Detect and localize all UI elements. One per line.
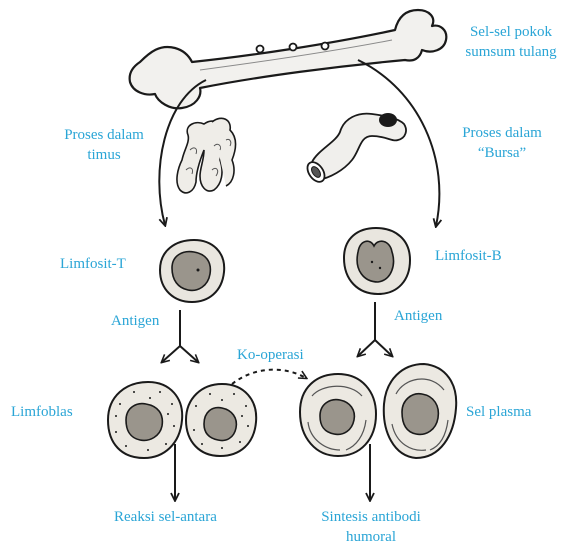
- bone-pore: [322, 43, 329, 50]
- bone-pore: [257, 46, 264, 53]
- thymus-process-label-line2: timus: [48, 145, 160, 165]
- t-lymphocyte-label: Limfosit-T: [60, 254, 126, 274]
- antibody-synthesis-label-line1: Sintesis antibodi: [296, 507, 446, 527]
- bursa-process-label: Proses dalam “Bursa”: [446, 123, 558, 163]
- lymphoblast-cell: [108, 382, 182, 458]
- stem-cells-label-line1: Sel-sel pokok: [448, 22, 574, 42]
- thymus-illustration: [177, 118, 236, 193]
- stem-cells-label: Sel-sel pokok sumsum tulang: [448, 22, 574, 62]
- antibody-synthesis-label: Sintesis antibodi humoral: [296, 507, 446, 547]
- t-lymphocyte-cell: [160, 240, 224, 302]
- bone-pore: [290, 44, 297, 51]
- antigen-arrow-right: [358, 302, 392, 356]
- arrow-bone-to-b-lymphocyte: [358, 60, 439, 226]
- b-lymphocyte-cell: [344, 228, 410, 294]
- bone-illustration: [130, 10, 447, 108]
- bursa-illustration: [304, 113, 406, 185]
- plasma-cell: [384, 364, 456, 458]
- stem-cells-label-line2: sumsum tulang: [448, 42, 574, 62]
- plasma-cell-label: Sel plasma: [466, 402, 531, 422]
- bursa-process-label-line2: “Bursa”: [446, 143, 558, 163]
- cell-reaction-label: Reaksi sel-antara: [114, 507, 217, 527]
- antibody-synthesis-label-line2: humoral: [296, 527, 446, 547]
- antigen-left-label: Antigen: [111, 311, 159, 331]
- thymus-process-label-line1: Proses dalam: [48, 125, 160, 145]
- lymphoblast-cell: [186, 384, 256, 456]
- b-lymphocyte-label: Limfosit-B: [435, 246, 502, 266]
- lymphoblast-label: Limfoblas: [11, 402, 73, 422]
- bursa-process-label-line1: Proses dalam: [446, 123, 558, 143]
- plasma-cell: [300, 374, 376, 456]
- antigen-arrow-left: [162, 310, 198, 362]
- cooperation-arrow: [232, 370, 306, 384]
- cooperation-label: Ko-operasi: [237, 345, 304, 365]
- antigen-right-label: Antigen: [394, 306, 442, 326]
- bursa-dark-tip: [379, 113, 397, 127]
- thymus-process-label: Proses dalam timus: [48, 125, 160, 165]
